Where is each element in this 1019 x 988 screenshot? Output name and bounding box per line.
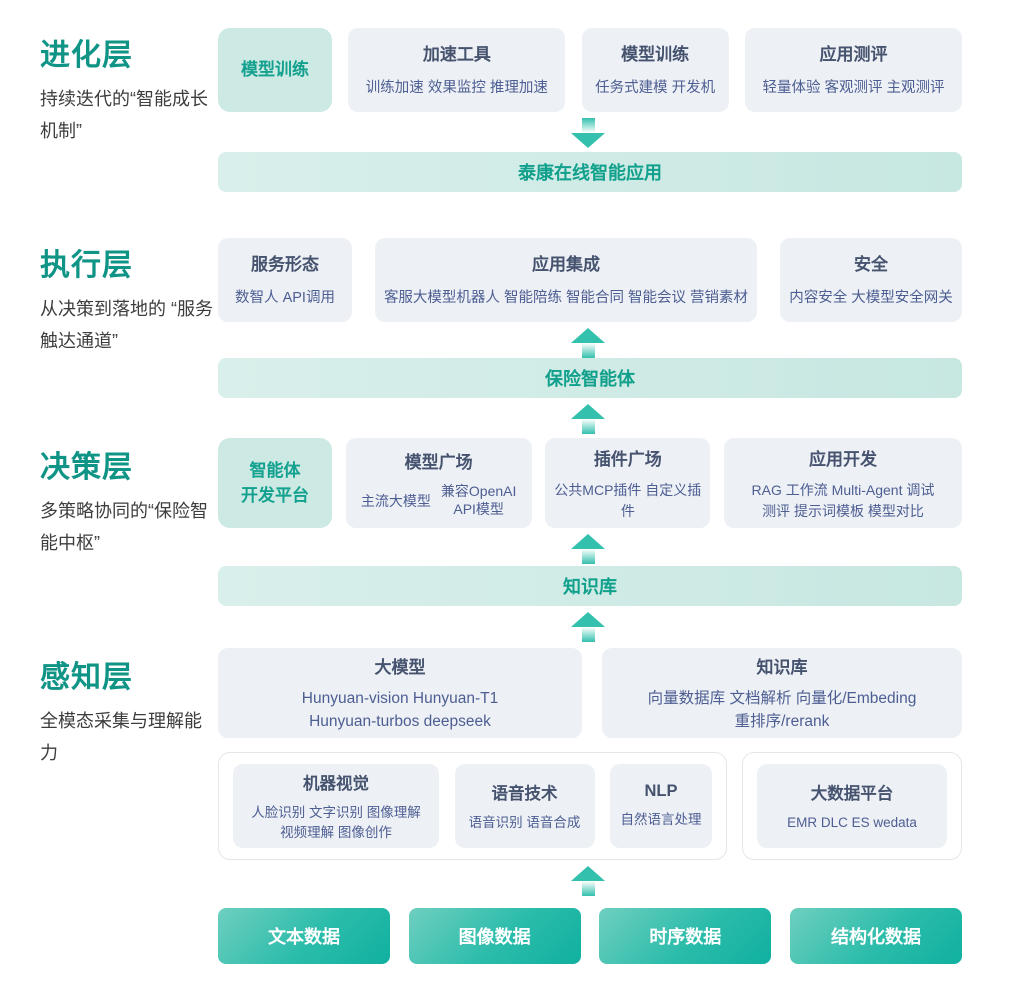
layer-label-execution: 执行层 从决策到落地的 “服务触达通道” [40, 240, 218, 357]
box-agent-platform-line2: 开发平台 [241, 486, 309, 505]
data-source-text: 文本数据 [218, 908, 390, 964]
box-model-training-highlight: 模型训练 [218, 28, 332, 112]
box-security: 安全 内容安全 大模型安全网关 [780, 238, 962, 322]
box-app-development-title: 应用开发 [808, 450, 877, 470]
box-app-evaluation-sub: 轻量体验 客观测评 主观测评 [762, 80, 945, 97]
box-app-development-sub: RAG 工作流 Multi-Agent 调试 测评 提示词模板 模型对比 [751, 482, 935, 519]
box-knowledge-base-sub: 向量数据库 文档解析 向量化/Embeding 重排序/rerank [647, 690, 917, 730]
box-model-plaza-sub-right: 兼容OpenAI API模型 [440, 483, 517, 517]
box-model-training-title: 模型训练 [621, 45, 690, 65]
box-security-title: 安全 [854, 255, 888, 275]
box-model-training-highlight-label: 模型训练 [241, 60, 309, 80]
banner-taikang-app: 泰康在线智能应用 [218, 152, 962, 192]
data-source-row: 文本数据 图像数据 时序数据 结构化数据 [218, 908, 962, 964]
data-source-timeseries: 时序数据 [599, 908, 772, 964]
box-large-model-title: 大模型 [374, 658, 426, 678]
box-service-form-sub: 数智人 API调用 [235, 290, 335, 307]
data-source-structured: 结构化数据 [789, 908, 962, 964]
box-app-evaluation-title: 应用测评 [819, 45, 888, 65]
layer-subtitle-decision: 多策略协同的“保险智能中枢” [40, 501, 208, 553]
box-app-integration-sub: 客服大模型机器人 智能陪练 智能合同 智能会议 营销素材 [383, 290, 749, 307]
arrow-up-icon [571, 612, 605, 642]
execution-row: 服务形态 数智人 API调用 应用集成 客服大模型机器人 智能陪练 智能合同 智… [218, 238, 962, 322]
evolution-row: 模型训练 加速工具 训练加速 效果监控 推理加速 模型训练 任务式建模 开发机 … [218, 28, 962, 112]
box-machine-vision: 机器视觉 人脸识别 文字识别 图像理解 视频理解 图像创作 [233, 764, 439, 848]
box-big-data-platform-title: 大数据平台 [810, 784, 894, 803]
arrow-up-icon [571, 534, 605, 564]
layer-subtitle-evolution: 持续迭代的“智能成长机制” [40, 89, 208, 141]
box-machine-vision-title: 机器视觉 [303, 774, 369, 793]
layer-label-perception: 感知层 全模态采集与理解能力 [40, 652, 218, 769]
box-large-model: 大模型 Hunyuan-vision Hunyuan-T1 Hunyuan-tu… [218, 648, 582, 738]
box-service-form: 服务形态 数智人 API调用 [218, 238, 352, 322]
layer-label-decision: 决策层 多策略协同的“保险智能中枢” [40, 442, 218, 559]
box-app-development: 应用开发 RAG 工作流 Multi-Agent 调试 测评 提示词模板 模型对… [723, 438, 962, 528]
box-model-plaza: 模型广场 主流大模型 兼容OpenAI API模型 [345, 438, 532, 528]
banner-insurance-agent: 保险智能体 [218, 358, 962, 398]
box-agent-platform-highlight: 智能体 开发平台 [218, 438, 332, 528]
box-accelerate-tools-title: 加速工具 [422, 45, 491, 65]
data-source-image: 图像数据 [408, 908, 581, 964]
card-ai-capabilities: 机器视觉 人脸识别 文字识别 图像理解 视频理解 图像创作 语音技术 语音识别 … [218, 752, 727, 860]
box-big-data-platform: 大数据平台 EMR DLC ES wedata [757, 764, 947, 848]
box-machine-vision-sub: 人脸识别 文字识别 图像理解 视频理解 图像创作 [251, 804, 421, 840]
box-knowledge-base-title: 知识库 [756, 658, 808, 678]
box-knowledge-base: 知识库 向量数据库 文档解析 向量化/Embeding 重排序/rerank [602, 648, 962, 738]
banner-insurance-agent-label: 保险智能体 [545, 369, 635, 389]
box-service-form-title: 服务形态 [251, 255, 319, 275]
arrow-up-icon [571, 866, 605, 896]
box-plugin-plaza: 插件广场 公共MCP插件 自定义插件 [545, 438, 711, 528]
perception-row: 大模型 Hunyuan-vision Hunyuan-T1 Hunyuan-tu… [218, 648, 962, 738]
layer-title-decision: 决策层 [40, 451, 133, 484]
layer-title-execution: 执行层 [40, 249, 133, 282]
box-nlp: NLP 自然语言处理 [610, 764, 712, 848]
box-agent-platform-line1: 智能体 [249, 460, 301, 480]
capability-row: 机器视觉 人脸识别 文字识别 图像理解 视频理解 图像创作 语音技术 语音识别 … [218, 752, 962, 860]
box-model-plaza-sub-left: 主流大模型 [360, 492, 431, 509]
arrow-up-icon [571, 404, 605, 434]
box-accelerate-tools: 加速工具 训练加速 效果监控 推理加速 [348, 28, 566, 112]
box-model-plaza-sub: 主流大模型 兼容OpenAI API模型 [361, 483, 516, 518]
banner-knowledge-base: 知识库 [218, 566, 962, 606]
box-model-training-sub: 任务式建模 开发机 [595, 80, 716, 97]
layer-title-perception: 感知层 [40, 661, 133, 694]
box-speech-tech-sub: 语音识别 语音合成 [468, 814, 581, 830]
box-app-integration-title: 应用集成 [532, 255, 600, 275]
box-app-integration: 应用集成 客服大模型机器人 智能陪练 智能合同 智能会议 营销素材 [375, 238, 757, 322]
box-security-sub: 内容安全 大模型安全网关 [789, 290, 953, 307]
card-big-data: 大数据平台 EMR DLC ES wedata [742, 752, 962, 860]
banner-knowledge-base-label: 知识库 [563, 577, 617, 597]
box-accelerate-tools-sub: 训练加速 效果监控 推理加速 [365, 80, 548, 97]
arrow-up-icon [571, 328, 605, 358]
box-plugin-plaza-title: 插件广场 [593, 450, 662, 470]
box-plugin-plaza-sub: 公共MCP插件 自定义插件 [554, 482, 702, 519]
box-nlp-title: NLP [644, 782, 678, 801]
layer-subtitle-execution: 从决策到落地的 “服务触达通道” [40, 299, 213, 351]
box-app-evaluation: 应用测评 轻量体验 客观测评 主观测评 [744, 28, 962, 112]
box-speech-tech: 语音技术 语音识别 语音合成 [454, 764, 595, 848]
banner-taikang-app-label: 泰康在线智能应用 [518, 163, 662, 183]
box-model-training: 模型训练 任务式建模 开发机 [581, 28, 729, 112]
box-model-plaza-title: 模型广场 [404, 453, 473, 472]
layer-title-evolution: 进化层 [40, 39, 133, 72]
layer-label-evolution: 进化层 持续迭代的“智能成长机制” [40, 30, 218, 147]
box-large-model-sub: Hunyuan-vision Hunyuan-T1 Hunyuan-turbos… [301, 690, 499, 730]
box-big-data-platform-sub: EMR DLC ES wedata [787, 814, 917, 830]
arrow-down-icon [571, 118, 605, 148]
box-speech-tech-title: 语音技术 [491, 784, 558, 803]
decision-row: 智能体 开发平台 模型广场 主流大模型 兼容OpenAI API模型 插件广场 … [218, 438, 962, 528]
box-nlp-sub: 自然语言处理 [620, 812, 702, 828]
layer-subtitle-perception: 全模态采集与理解能力 [40, 711, 202, 763]
